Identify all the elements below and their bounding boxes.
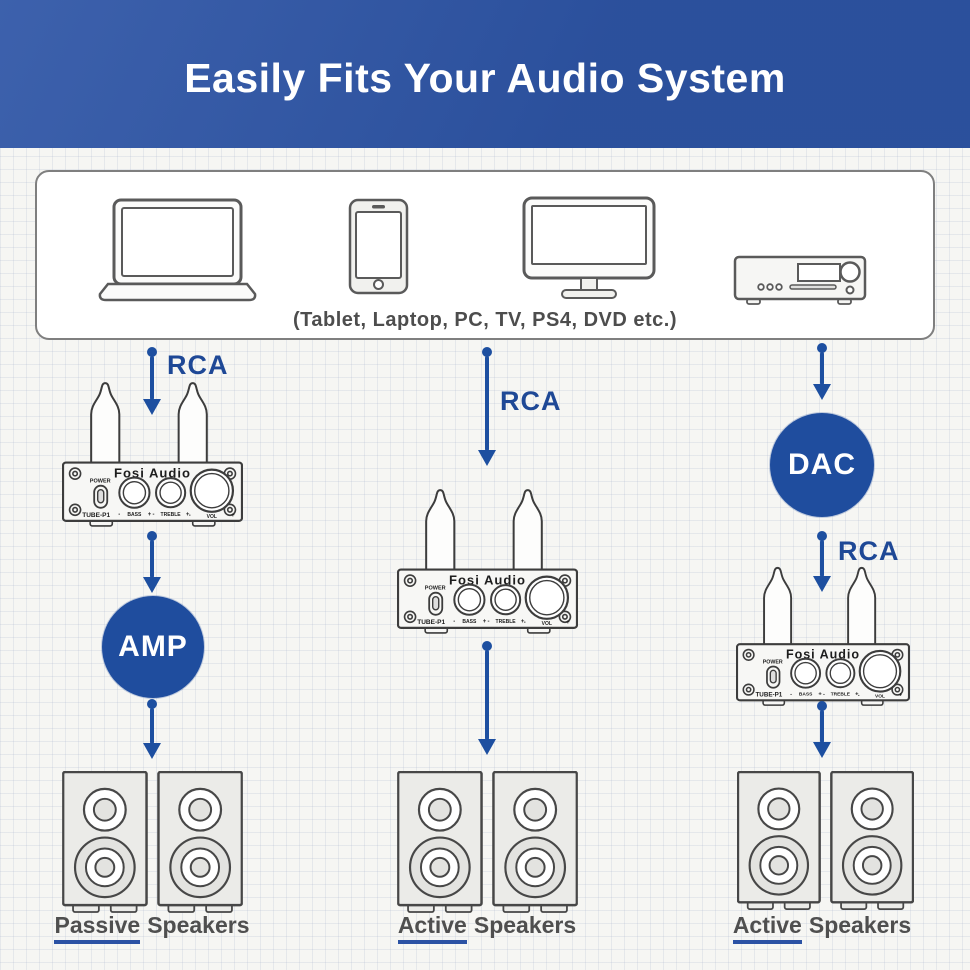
smartphone-icon [348,198,409,295]
page-title: Easily Fits Your Audio System [184,54,786,101]
amp-node: AMP [102,596,204,698]
laptop-icon [98,198,257,302]
tube-preamp-left [62,380,243,529]
amp-to-speakers-arrow [143,699,161,759]
tube-preamp-right [736,565,910,708]
passive-speakers [62,771,243,916]
monitor-icon [522,196,656,299]
header-banner: Easily Fits Your Audio System [0,0,970,148]
rca-arrow-right [813,531,831,592]
connection-label-rca-left: RCA [167,350,229,380]
dac-node: DAC [770,413,874,517]
dvd-player-icon [733,255,867,305]
speaker-word: Speakers [808,912,912,938]
speaker-word: Speakers [473,912,577,938]
speaker-type-underlined: Passive [54,912,141,944]
connection-label-rca-middle: RCA [500,386,562,416]
preamp-to-speakers-arrow-middle [478,641,496,755]
preamp-to-amp-arrow [143,531,161,593]
rca-arrow-middle [478,347,496,466]
rca-arrow-left [143,347,161,415]
source-to-dac-arrow [813,343,831,400]
speaker-word: Speakers [147,912,250,938]
speaker-type-underlined: Active [397,912,467,944]
preamp-to-speakers-arrow-right [813,701,831,758]
active-speakers-middle [397,771,578,916]
tube-preamp-middle [397,487,578,636]
source-devices-caption: (Tablet, Laptop, PC, TV, PS4, DVD etc.) [292,309,677,331]
active-speakers-right [737,771,914,913]
source-device-icons [98,196,867,305]
source-devices-box: (Tablet, Laptop, PC, TV, PS4, DVD etc.) [35,170,935,340]
connection-label-rca-right: RCA [838,536,900,566]
speaker-type-underlined: Active [732,912,802,944]
